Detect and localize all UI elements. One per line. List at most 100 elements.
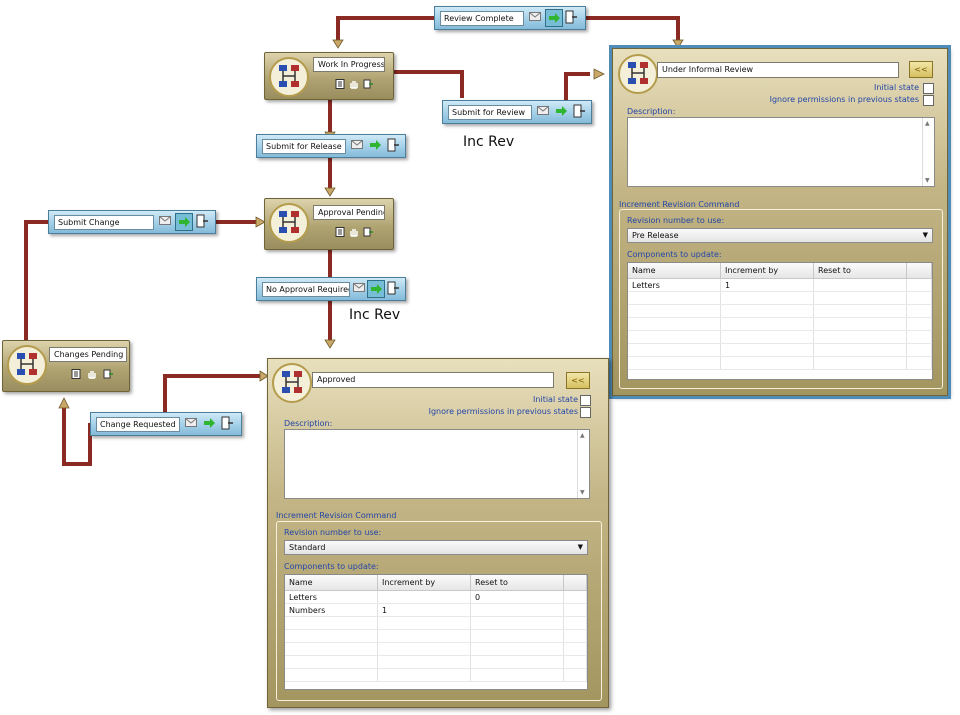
- green-arrow-icon: [370, 140, 381, 150]
- exit-door-icon[interactable]: [363, 79, 373, 89]
- table-row-empty: [628, 343, 932, 357]
- go-arrow-button[interactable]: [545, 9, 563, 27]
- state-work-in-progress[interactable]: Work In Progress: [264, 52, 394, 100]
- mail-icon[interactable]: [185, 418, 197, 427]
- ignore-permissions-checkbox[interactable]: [580, 407, 591, 418]
- state-name-field[interactable]: Changes Pending: [49, 347, 127, 362]
- state-hierarchy-icon: [269, 203, 309, 243]
- state-name-input[interactable]: Under Informal Review: [657, 62, 899, 78]
- exit-door-icon[interactable]: [363, 227, 373, 237]
- hand-icon[interactable]: [349, 79, 359, 89]
- revision-number-value: Standard: [289, 543, 326, 552]
- increment-revision-group: Revision number to use: Standard ▼ Compo…: [276, 521, 602, 701]
- transition-no-approval-required[interactable]: No Approval Required: [256, 277, 406, 301]
- column-header-reset-to[interactable]: Reset to: [470, 575, 564, 591]
- increment-revision-section-title: Increment Revision Command: [619, 200, 740, 209]
- table-row-empty: [285, 629, 587, 643]
- ignore-permissions-checkbox[interactable]: [923, 95, 934, 106]
- state-name-field[interactable]: Approval Pending: [313, 205, 385, 220]
- mail-icon[interactable]: [529, 12, 541, 21]
- initial-state-label: Initial state: [533, 395, 578, 404]
- go-arrow-button[interactable]: [553, 103, 569, 119]
- inc-rev-annotation: Inc Rev: [349, 307, 401, 323]
- increment-revision-group: Revision number to use: Pre Release ▼ Co…: [619, 209, 943, 389]
- ignore-permissions-label: Ignore permissions in previous states: [769, 95, 919, 104]
- document-icon[interactable]: [71, 369, 81, 379]
- collapse-button[interactable]: <<: [566, 372, 590, 389]
- exit-door-icon[interactable]: [103, 369, 113, 379]
- exit-door-icon[interactable]: [565, 10, 577, 24]
- transition-name-field[interactable]: Submit Change: [54, 215, 154, 230]
- state-hierarchy-icon: [272, 363, 312, 403]
- components-label: Components to update:: [627, 250, 722, 259]
- green-arrow-icon: [179, 217, 190, 227]
- column-header-spacer: [906, 263, 932, 279]
- inc-rev-annotation: Inc Rev: [463, 134, 515, 150]
- transition-name-field[interactable]: Submit for Release: [262, 139, 346, 154]
- state-panel-under-informal-review[interactable]: Under Informal Review << Initial state I…: [609, 45, 951, 399]
- column-header-increment-by[interactable]: Increment by: [720, 263, 814, 279]
- mail-icon[interactable]: [351, 140, 363, 149]
- table-row-empty: [628, 291, 932, 305]
- collapse-button[interactable]: <<: [909, 61, 933, 78]
- description-textarea[interactable]: ▲▼: [284, 429, 590, 499]
- description-label: Description:: [627, 107, 676, 116]
- components-label: Components to update:: [284, 562, 379, 571]
- mail-icon[interactable]: [537, 106, 549, 115]
- mail-icon[interactable]: [159, 216, 171, 225]
- exit-door-icon[interactable]: [196, 214, 208, 228]
- transition-name-field[interactable]: Review Complete: [440, 11, 524, 26]
- description-label: Description:: [284, 419, 333, 428]
- transition-review-complete[interactable]: Review Complete: [434, 6, 586, 30]
- mail-icon[interactable]: [353, 283, 365, 292]
- transition-name-field[interactable]: Submit for Review: [448, 105, 532, 120]
- hand-icon[interactable]: [87, 369, 97, 379]
- column-header-name[interactable]: Name: [628, 263, 721, 279]
- exit-door-icon[interactable]: [221, 416, 233, 430]
- initial-state-checkbox[interactable]: [580, 395, 591, 406]
- initial-state-checkbox[interactable]: [923, 83, 934, 94]
- green-arrow-icon: [549, 13, 560, 23]
- revision-number-select[interactable]: Pre Release ▼: [627, 228, 933, 243]
- description-scrollbar[interactable]: ▲▼: [577, 430, 589, 498]
- table-row-empty: [285, 616, 587, 630]
- go-arrow-button[interactable]: [201, 415, 217, 431]
- state-name-field[interactable]: Work In Progress: [313, 57, 385, 72]
- hand-icon[interactable]: [349, 227, 359, 237]
- state-approval-pending[interactable]: Approval Pending: [264, 198, 394, 250]
- column-header-reset-to[interactable]: Reset to: [813, 263, 907, 279]
- table-row-empty: [628, 356, 932, 370]
- transition-submit-for-release[interactable]: Submit for Release: [256, 134, 406, 158]
- column-header-name[interactable]: Name: [285, 575, 378, 591]
- description-textarea[interactable]: ▲▼: [627, 117, 935, 187]
- exit-door-icon[interactable]: [387, 281, 399, 295]
- column-header-spacer: [563, 575, 587, 591]
- document-icon[interactable]: [335, 79, 345, 89]
- go-arrow-button[interactable]: [367, 280, 385, 298]
- initial-state-label: Initial state: [874, 83, 919, 92]
- transition-submit-change[interactable]: Submit Change: [48, 210, 216, 234]
- column-header-increment-by[interactable]: Increment by: [377, 575, 471, 591]
- state-panel-approved[interactable]: Approved << Initial state Ignore permiss…: [267, 358, 609, 708]
- exit-door-icon[interactable]: [387, 138, 399, 152]
- go-arrow-button[interactable]: [367, 137, 383, 153]
- transition-change-requested[interactable]: Change Requested: [90, 412, 242, 436]
- state-hierarchy-icon: [269, 57, 309, 97]
- document-icon[interactable]: [335, 227, 345, 237]
- revision-number-value: Pre Release: [632, 231, 679, 240]
- state-hierarchy-icon: [7, 345, 47, 385]
- state-name-input[interactable]: Approved: [312, 372, 554, 388]
- exit-door-icon[interactable]: [573, 104, 585, 118]
- description-scrollbar[interactable]: ▲▼: [922, 118, 934, 186]
- go-arrow-button[interactable]: [175, 213, 193, 231]
- state-changes-pending[interactable]: Changes Pending: [2, 340, 130, 392]
- transition-name-field[interactable]: Change Requested: [96, 417, 180, 432]
- transition-submit-for-review[interactable]: Submit for Review: [442, 100, 592, 124]
- revision-number-select[interactable]: Standard ▼: [284, 540, 588, 555]
- transition-name-field[interactable]: No Approval Required: [262, 282, 350, 297]
